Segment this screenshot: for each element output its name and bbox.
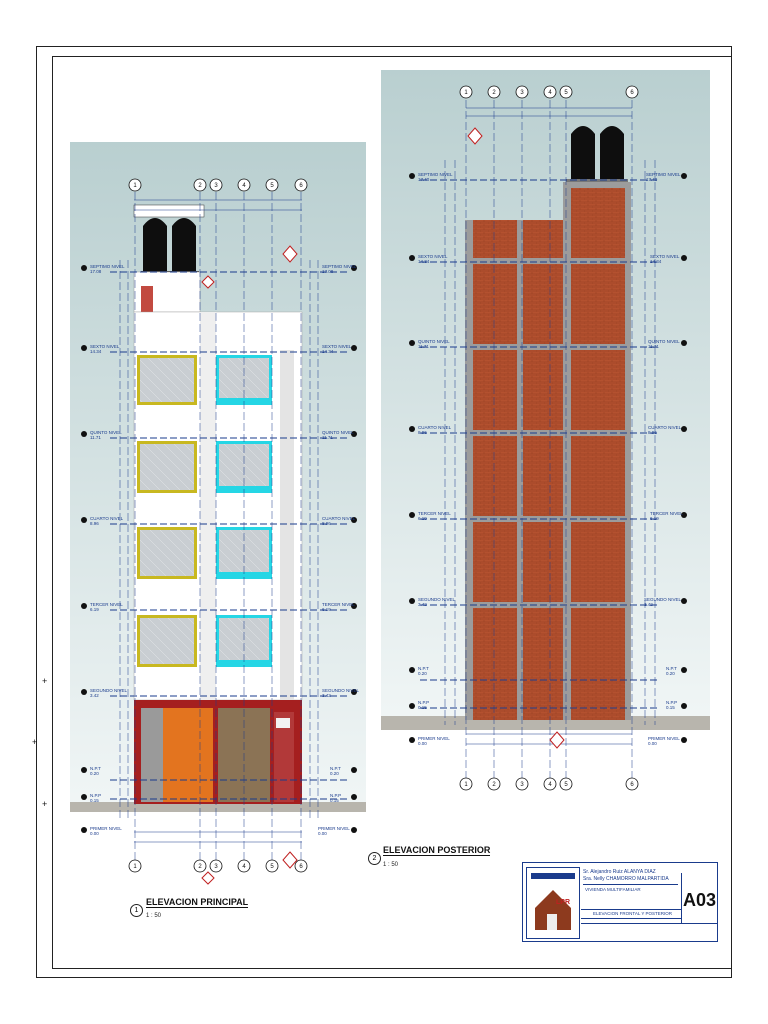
svg-text:1: 1 — [133, 183, 137, 189]
front-elevation: 1 2 3 4 5 6 1 2 3 4 5 6 — [70, 142, 366, 885]
sheet-box — [681, 873, 718, 923]
margin-mark: + — [32, 737, 38, 747]
info-row — [581, 923, 717, 940]
svg-text:2: 2 — [492, 782, 496, 788]
svg-text:5: 5 — [564, 782, 568, 788]
owner-name: Sra. Nelly CHAMORRO MALPARTIDA — [583, 876, 669, 882]
svg-text:5: 5 — [564, 90, 568, 96]
margin-mark: + — [42, 676, 48, 686]
view-number-badge: 1 — [130, 904, 143, 917]
inner-frame — [52, 56, 732, 969]
svg-text:2: 2 — [198, 183, 202, 189]
svg-text:6: 6 — [630, 782, 634, 788]
svg-text:4: 4 — [548, 782, 552, 788]
svg-text:2: 2 — [198, 864, 202, 870]
svg-text:5: 5 — [270, 864, 274, 870]
svg-text:4: 4 — [548, 90, 552, 96]
svg-text:1: 1 — [464, 90, 468, 96]
svg-text:6: 6 — [299, 183, 303, 189]
view-number-badge: 2 — [368, 852, 381, 865]
svg-text:3: 3 — [520, 782, 524, 788]
view-title-front: ELEVACION PRINCIPAL — [146, 897, 249, 908]
title-block: LPR Sr. Alejandro Ruiz ALANYA DIAZ Sra. … — [522, 862, 718, 942]
svg-text:6: 6 — [299, 864, 303, 870]
margin-mark: + — [42, 799, 48, 809]
svg-text:1: 1 — [133, 864, 137, 870]
svg-text:3: 3 — [214, 864, 218, 870]
svg-text:3: 3 — [214, 183, 218, 189]
svg-text:6: 6 — [630, 90, 634, 96]
logo-text: LPR — [556, 899, 570, 906]
project-box: VIVIENDA MULTIFAMILIAR — [583, 884, 678, 907]
front-ground-floor — [134, 700, 302, 804]
rear-elevation: 1 2 3 4 5 6 1 2 3 4 5 6 — [381, 70, 710, 791]
svg-text:4: 4 — [242, 183, 246, 189]
view-scale-rear: 1 : 50 — [383, 862, 399, 868]
svg-text:3: 3 — [520, 90, 524, 96]
svg-text:4: 4 — [242, 864, 246, 870]
svg-text:1: 1 — [464, 782, 468, 788]
sheet-number: A03 — [683, 890, 717, 910]
plan-name: ELEVACION FRONTAL Y POSTERIOR — [593, 911, 673, 916]
view-title-rear: ELEVACION POSTERIOR — [383, 845, 491, 856]
plan-box: ELEVACION FRONTAL Y POSTERIOR — [581, 909, 681, 919]
svg-text:5: 5 — [270, 183, 274, 189]
svg-text:2: 2 — [492, 90, 496, 96]
view-scale-front: 1 : 50 — [146, 913, 162, 919]
project-name: VIVIENDA MULTIFAMILIAR — [585, 887, 641, 892]
company-logo: LPR — [526, 867, 580, 939]
owner-name: Sr. Alejandro Ruiz ALANYA DIAZ — [583, 869, 656, 875]
